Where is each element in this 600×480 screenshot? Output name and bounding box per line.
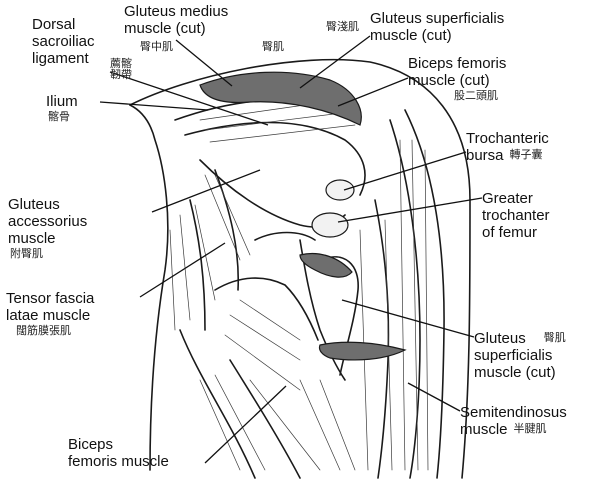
leader-trochanteric-bursa <box>343 151 467 191</box>
label-zh-trochanteric-bursa: 轉子囊 <box>509 148 543 161</box>
label-gluteus-accessorius: Gluteus accessorius muscle 附臀肌 <box>8 196 87 260</box>
leader-biceps-femoris-cut <box>337 77 409 107</box>
label-text: Semitendinosus <box>460 404 567 421</box>
leader-gluteus-superficialis-top <box>299 35 371 89</box>
label-zh-tensor-fascia: 闊筋膜張肌 <box>16 324 71 337</box>
label-text: accessorius <box>8 213 88 230</box>
leader-gluteus-medius <box>175 39 233 87</box>
trochanteric-bursa-shape <box>325 179 355 201</box>
cut-biceps-femoris <box>318 341 407 361</box>
label-text: trochanter <box>482 207 550 224</box>
label-text: muscle (cut) <box>370 27 452 44</box>
label-text: Trochanteric <box>466 130 549 147</box>
greater-trochanter-shape <box>311 212 349 238</box>
label-gluteus-superficialis-top: Gluteus superficialis muscle (cut) <box>370 10 504 44</box>
label-text: Biceps femoris <box>408 55 507 72</box>
label-trochanteric-bursa: Trochanteric bursa 轉子囊 <box>466 130 549 164</box>
label-biceps-femoris-muscle: Biceps femoris muscle <box>68 436 169 470</box>
label-text: Tensor fascia <box>6 290 95 307</box>
label-zh-semitendinosus: 半腱肌 <box>513 422 547 435</box>
limb-outline <box>129 58 471 479</box>
label-zh-ilium: 髂骨 <box>48 110 70 123</box>
label-line: muscle 半腱肌 <box>460 421 567 438</box>
label-line: bursa 轉子囊 <box>466 147 549 164</box>
label-biceps-femoris-cut: Biceps femoris muscle (cut) 股二頭肌 <box>408 55 506 102</box>
label-text: bursa <box>466 147 504 164</box>
label-text: Gluteus medius <box>124 3 229 20</box>
label-text: Ilium <box>46 93 78 110</box>
label-zh-gluteal-top: 臀肌 <box>262 40 284 53</box>
label-text: muscle <box>460 421 508 438</box>
label-line: Gluteus 臀肌 <box>474 330 566 347</box>
label-zh-dorsal-sacroiliac: 薦髂韌帶 <box>110 57 132 81</box>
label-text: Greater <box>482 190 533 207</box>
label-zh-gluteus-superficialis-bottom: 臀肌 <box>543 331 566 344</box>
label-text: sacroiliac <box>32 33 95 50</box>
label-text: muscle (cut) <box>474 364 556 381</box>
leader-semitendinosus <box>407 382 461 412</box>
label-tensor-fascia: Tensor fascia latae muscle 闊筋膜張肌 <box>6 290 94 337</box>
label-semitendinosus: Semitendinosus muscle 半腱肌 <box>460 404 567 438</box>
label-text: Dorsal <box>32 16 76 33</box>
leader-gluteus-superficialis-bottom <box>341 299 475 338</box>
label-greater-trochanter: Greater trochanter of femur <box>482 190 550 241</box>
label-gluteus-superficialis-bottom: Gluteus 臀肌 superficialis muscle (cut) <box>474 330 566 381</box>
label-text: femoris muscle <box>68 453 169 470</box>
label-ilium: Ilium 髂骨 <box>46 93 78 123</box>
label-dorsal-sacroiliac: Dorsal sacroiliac ligament <box>32 16 95 67</box>
label-zh-gluteus-medius: 臀中肌 <box>140 40 173 53</box>
label-text: muscle (cut) <box>124 20 206 37</box>
label-text: Gluteus superficialis <box>370 10 505 27</box>
label-text: Gluteus <box>8 196 60 213</box>
label-text: muscle <box>8 230 56 247</box>
label-text: muscle (cut) <box>408 72 490 89</box>
label-text: Biceps <box>68 436 114 453</box>
label-text: Gluteus <box>474 330 526 347</box>
cut-gluteus-superficialis <box>299 252 353 278</box>
leader-greater-trochanter <box>337 197 483 223</box>
label-zh-biceps-femoris-cut: 股二頭肌 <box>454 89 498 102</box>
label-text: superficialis <box>474 347 553 364</box>
leader-gluteus-accessorius <box>151 169 261 213</box>
label-text: ligament <box>32 50 89 67</box>
leader-tensor-fascia <box>139 242 226 298</box>
label-text: latae muscle <box>6 307 91 324</box>
leader-ilium <box>99 101 209 111</box>
label-gluteus-medius: Gluteus medius muscle (cut) <box>124 3 228 37</box>
leader-dorsal-sacroiliac <box>109 71 269 126</box>
label-text: of femur <box>482 224 538 241</box>
leader-biceps-femoris-muscle <box>204 385 287 464</box>
label-zh-gluteus-superficialis-top: 臀淺肌 <box>326 20 359 33</box>
cut-gluteus-medius <box>199 71 362 126</box>
label-zh-gluteus-accessorius: 附臀肌 <box>10 247 43 260</box>
